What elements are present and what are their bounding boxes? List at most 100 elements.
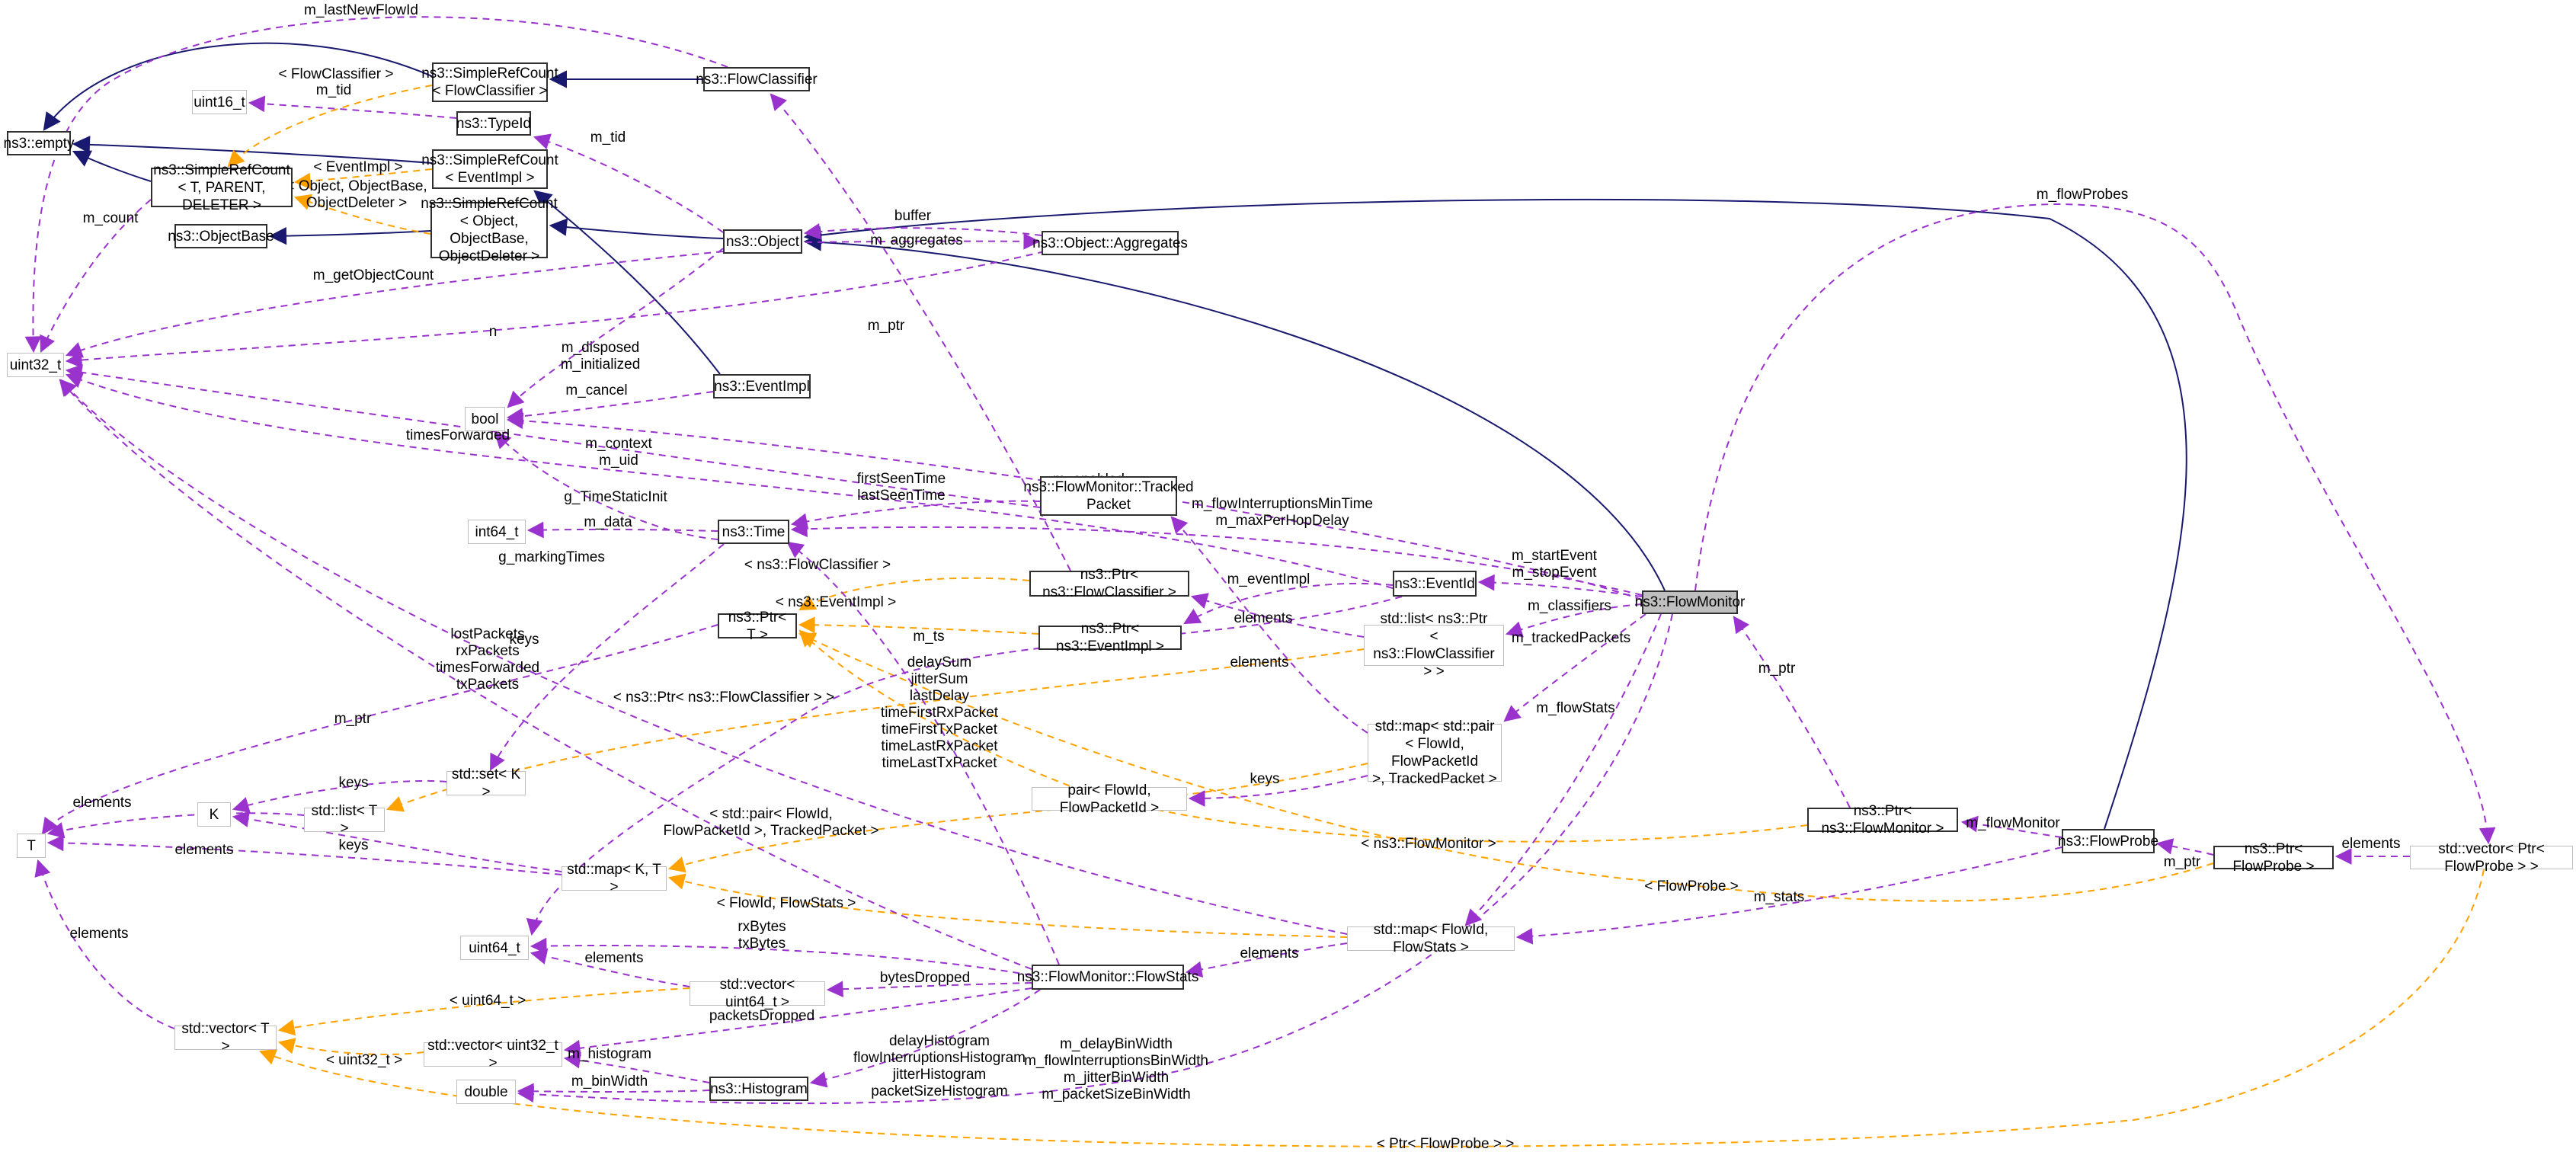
node-int64[interactable]: int64_t [468, 520, 526, 544]
edge-mapKT-to-kN [232, 811, 562, 872]
node-eventId[interactable]: ns3::EventId [1393, 571, 1477, 597]
edge-flowClassifier-to-uint32 [24, 16, 728, 354]
edge-flowMonitor-to-mapPairTP [1503, 613, 1646, 722]
node-mapKT[interactable]: std::map< K, T > [562, 862, 667, 895]
edge-eventId-to-uint64 [526, 596, 1403, 936]
edge-mapFS-to-mapKT [667, 873, 1348, 938]
node-listT[interactable]: std::list< T > [304, 803, 385, 837]
edge-ptrFP-to-ptrT [798, 632, 2214, 902]
edge-eventId-to-uint32 [65, 372, 1394, 589]
edge-flowMonitor-to-vecPFP [1694, 203, 2496, 845]
node-mapFS[interactable]: std::map< FlowId, FlowStats > [1347, 922, 1515, 955]
edge-srcFC-to-srcTPD [227, 85, 433, 168]
node-flowProbe[interactable]: ns3::FlowProbe [2058, 829, 2158, 853]
edge-flowStats-to-uint64 [530, 937, 1032, 976]
node-flowStats[interactable]: ns3::FlowMonitor::FlowStats [1017, 965, 1198, 990]
edge-trackedPacket-to-uint32 [65, 364, 1041, 508]
node-ptrEI[interactable]: ns3::Ptr< ns3::EventImpl > [1038, 621, 1182, 654]
edge-ptrFP-to-flowProbe [2155, 838, 2214, 856]
node-vecT[interactable]: std::vector< T > [174, 1021, 277, 1054]
node-setK[interactable]: std::set< K > [446, 766, 526, 800]
edge-ptrFM-to-flowMonitor [1733, 616, 1851, 808]
edge-ptrFC-to-flowClassifier [770, 93, 1071, 571]
edge-object-to-srcOOD [549, 218, 724, 239]
edge-srcOOD-to-srcTPD [293, 194, 431, 235]
node-mapPairTP[interactable]: std::map< std::pair < FlowId, FlowPacket… [1368, 718, 1502, 787]
node-ptrFM[interactable]: ns3::Ptr< ns3::FlowMonitor > [1807, 803, 1958, 837]
edge-flowStats-to-vecU32 [563, 987, 1032, 1057]
node-tN[interactable]: T [17, 834, 46, 858]
node-histogram[interactable]: ns3::Histogram [709, 1077, 808, 1101]
node-eventImpl[interactable]: ns3::EventImpl [713, 374, 811, 398]
edge-listT-to-tN [46, 812, 305, 839]
node-srcTPD[interactable]: ns3::SimpleRefCount < T, PARENT, DELETER… [151, 162, 293, 213]
edge-ptrEI-to-ptrT [798, 616, 1039, 635]
node-srcFC[interactable]: ns3::SimpleRefCount < FlowClassifier > [421, 62, 558, 102]
node-empty[interactable]: ns3::empty [4, 131, 74, 155]
edge-eventImpl-to-srcEI [533, 190, 721, 375]
edge-aggregates-to-object [803, 222, 1042, 240]
edge-ptrFM-to-ptrT [798, 629, 1808, 843]
edge-flowMonitor-to-mapFS [1464, 613, 1662, 926]
edge-time-to-int64 [526, 521, 718, 539]
edge-vecU64-to-uint64 [530, 948, 690, 987]
node-flowMonitor[interactable]: ns3::FlowMonitor [1635, 590, 1745, 614]
node-uint64[interactable]: uint64_t [460, 936, 529, 960]
edge-flowMonitor-to-time [790, 520, 1643, 596]
node-kN[interactable]: K [197, 802, 231, 827]
edge-mapPairTP-to-pairFF [1188, 775, 1368, 807]
edge-mapFS-to-uint32 [59, 379, 1348, 935]
node-aggregates[interactable]: ns3::Object::Aggregates [1032, 231, 1188, 255]
node-time[interactable]: ns3::Time [718, 520, 789, 544]
edge-trackedPacket-to-time [790, 500, 1041, 530]
node-srcEI[interactable]: ns3::SimpleRefCount < EventImpl > [421, 149, 558, 189]
edge-flowStats-to-histogram [809, 989, 1041, 1088]
edge-vecU32-to-vecT [277, 1038, 424, 1055]
edge-listPtrFC-to-listT [386, 648, 1365, 812]
node-vecPFP[interactable]: std::vector< Ptr< FlowProbe > > [2410, 841, 2573, 875]
node-listPtrFC[interactable]: std::list< ns3::Ptr < ns3::FlowClassifie… [1364, 611, 1504, 680]
edge-setK-to-kN [232, 779, 447, 813]
node-objectBase[interactable]: ns3::ObjectBase [168, 224, 274, 248]
edge-typeId-to-uint16 [248, 95, 457, 119]
node-uint16[interactable]: uint16_t [192, 90, 247, 114]
edge-flowProbe-to-object [803, 198, 2187, 830]
edge-srcFC-to-empty [43, 42, 433, 131]
edge-flowProbe-to-ptrFM [1960, 815, 2062, 838]
edge-flowStats-to-time [786, 541, 1060, 965]
edge-object-to-boolN [507, 248, 724, 408]
edge-flowMonitor-to-object [803, 233, 1666, 591]
node-boolN[interactable]: bool [465, 407, 505, 431]
edge-mapPairTP-to-trackedPacket [1170, 516, 1368, 734]
edge-srcEI-to-srcTPD [293, 168, 433, 190]
node-doubleN[interactable]: double [456, 1080, 516, 1104]
node-pairFF[interactable]: pair< FlowId, FlowPacketId > [1032, 782, 1187, 816]
node-trackedPacket[interactable]: ns3::FlowMonitor::Tracked Packet [1023, 476, 1194, 516]
edge-histogram-to-vecU32 [563, 1051, 710, 1083]
edge-listPtrFC-to-ptrFC [1190, 593, 1365, 638]
node-uint32[interactable]: uint32_t [7, 353, 64, 377]
edge-srcTPD-to-empty [72, 150, 152, 182]
node-srcOOD[interactable]: ns3::SimpleRefCount < Object, ObjectBase… [421, 196, 558, 264]
node-ptrT[interactable]: ns3::Ptr< T > [718, 610, 797, 643]
edge-srcEI-to-empty [72, 136, 433, 164]
edge-mapPairTP-to-mapKT [667, 763, 1368, 873]
node-typeId[interactable]: ns3::TypeId [456, 111, 531, 136]
node-flowClassifier[interactable]: ns3::FlowClassifier [696, 67, 818, 91]
node-vecU64[interactable]: std::vector< uint64_t > [690, 977, 825, 1010]
node-ptrFC[interactable]: ns3::Ptr< ns3::FlowClassifier > [1029, 567, 1189, 600]
edge-time-to-boolN [494, 431, 718, 540]
edge-ptrT-to-tN [41, 624, 718, 835]
edge-flowMonitor-to-listPtrFC [1505, 603, 1643, 638]
node-vecU32[interactable]: std::vector< uint32_t > [424, 1038, 562, 1071]
edge-mapKT-to-tN [46, 834, 562, 875]
node-object[interactable]: ns3::Object [723, 229, 802, 254]
edge-flowMonitor-to-doubleN [517, 613, 1673, 1105]
edge-vecU64-to-vecT [277, 987, 690, 1036]
edge-object-to-uint32 [65, 251, 724, 358]
node-ptrFP[interactable]: ns3::Ptr< FlowProbe > [2213, 841, 2334, 875]
edge-object-to-typeId [533, 133, 724, 233]
edge-eventImpl-to-boolN [506, 391, 714, 424]
